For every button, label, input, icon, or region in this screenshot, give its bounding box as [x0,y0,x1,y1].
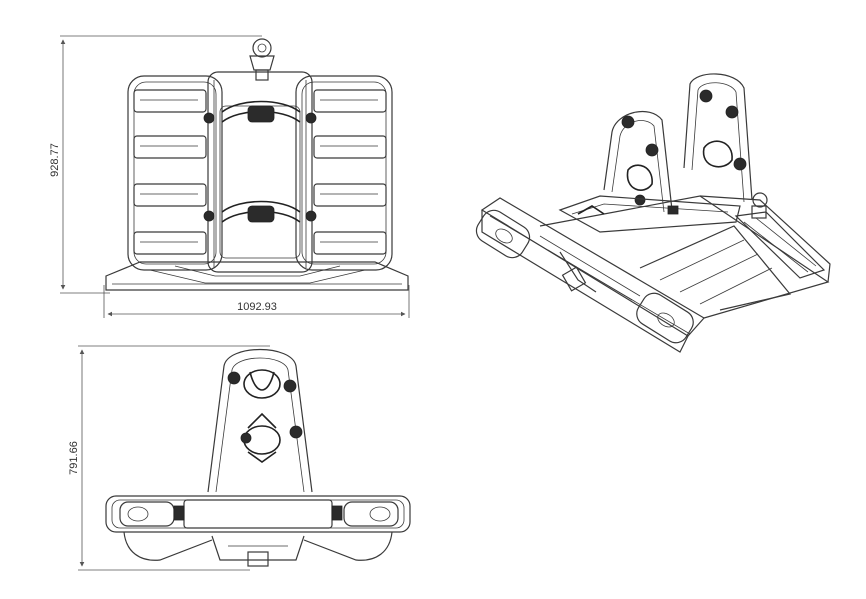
side-frames [127,75,393,271]
rear-view: 791.66 [68,345,411,571]
rear-base [123,531,393,567]
iso-upright-right [683,73,753,203]
top-view-height-label: 928.77 [49,143,61,177]
iso-hitch [559,251,597,293]
rear-clamp-lower [240,412,303,463]
iso-center-frame [558,192,768,233]
center-frame [207,71,313,273]
clamp-lower [203,200,317,223]
top-view: 928.77 1092.93 [49,35,410,318]
rear-view-height-label: 791.66 [68,441,80,475]
top-view-height-dimension: 928.77 [49,35,262,294]
wheel-trays-right [313,89,387,255]
isometric-view [475,73,831,353]
iso-rear-bar [475,197,705,353]
base-plate [105,261,409,291]
iso-platform [539,195,831,319]
rear-view-height-dimension: 791.66 [68,345,270,571]
light-bar [105,495,411,533]
rear-clamp-upper [227,369,297,399]
top-view-width-label: 1092.93 [237,301,277,313]
upright-arch [207,349,313,493]
top-knob [249,38,275,81]
top-view-width-dimension: 1092.93 [103,285,410,318]
clamp-upper [203,100,317,124]
wheel-trays-left [133,89,207,255]
iso-upright-left [603,110,673,213]
